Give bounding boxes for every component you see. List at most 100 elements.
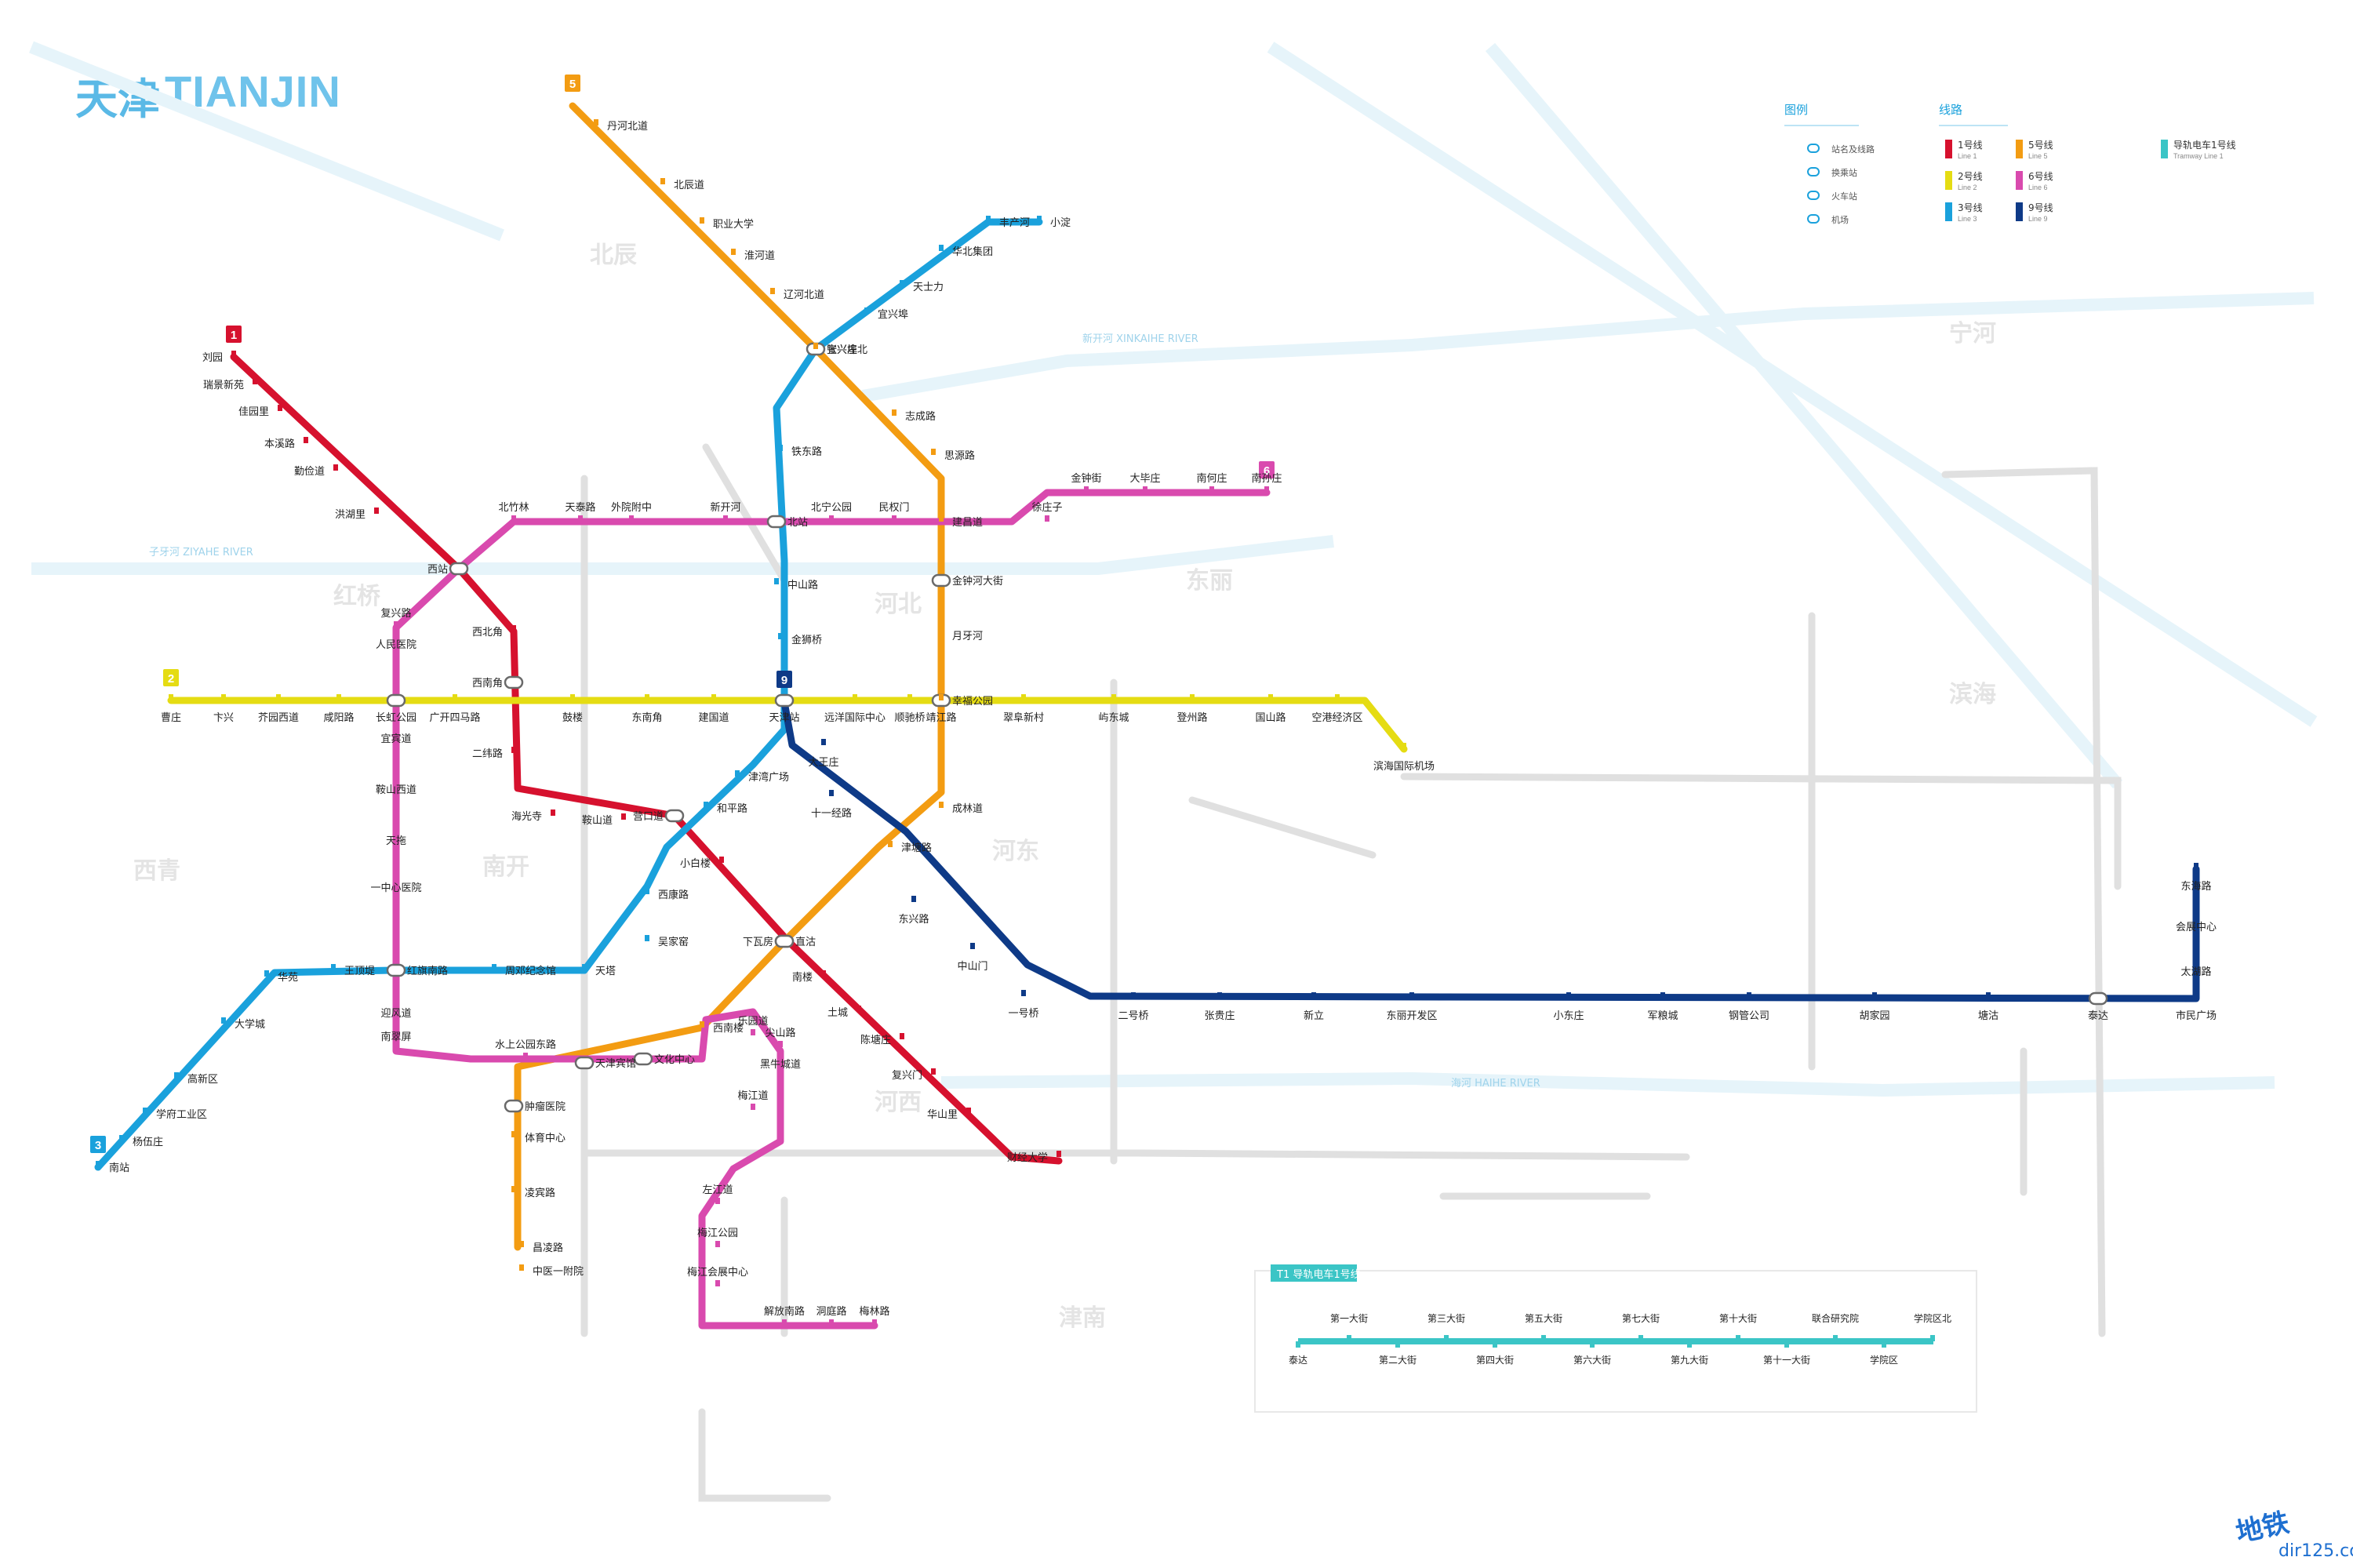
station-tick[interactable] [715,1280,720,1286]
station-tick[interactable] [872,1319,877,1326]
station-tick[interactable] [1566,992,1571,999]
station-tick[interactable] [551,809,555,816]
station-tick[interactable] [1409,992,1414,999]
station-tick[interactable] [900,1033,904,1039]
station-tick[interactable] [511,515,516,522]
tram-station-tick[interactable] [1395,1341,1400,1348]
station-tick[interactable] [276,694,281,700]
station-tick[interactable] [778,633,783,639]
station-tick[interactable] [492,964,496,970]
station-tick[interactable] [900,280,904,286]
station-tick[interactable] [1660,992,1665,999]
station-tick[interactable] [778,1072,783,1079]
station-tick[interactable] [519,1264,524,1271]
station-tick[interactable] [174,1072,179,1079]
station-tick[interactable] [931,449,936,455]
station-tick[interactable] [511,747,516,753]
station-tick[interactable] [939,802,944,808]
interchange-marker[interactable] [386,693,406,708]
station-tick[interactable] [394,1045,398,1051]
station-tick[interactable] [715,1241,720,1247]
station-tick[interactable] [966,1108,971,1114]
station-tick[interactable] [1264,486,1269,493]
station-tick[interactable] [336,694,341,700]
station-tick[interactable] [723,515,728,522]
tram-station-tick[interactable] [1347,1335,1351,1341]
station-tick[interactable] [253,378,257,384]
station-tick[interactable] [907,694,912,700]
interchange-marker[interactable] [774,934,795,948]
tram-station-tick[interactable] [1590,1341,1595,1348]
interchange-marker[interactable] [633,1052,653,1066]
tram-station-tick[interactable] [1296,1341,1300,1348]
station-tick[interactable] [939,515,944,522]
station-tick[interactable] [939,245,944,251]
station-tick[interactable] [645,935,649,941]
station-tick[interactable] [645,888,649,894]
interchange-marker[interactable] [774,693,795,708]
station-tick[interactable] [578,515,583,522]
station-tick[interactable] [1217,992,1222,999]
station-tick[interactable] [1045,515,1049,522]
interchange-marker[interactable] [664,809,685,823]
station-tick[interactable] [660,178,665,184]
station-tick[interactable] [519,1241,524,1247]
interchange-marker[interactable] [2088,991,2108,1006]
station-tick[interactable] [143,1108,147,1114]
station-tick[interactable] [1402,743,1406,749]
station-tick[interactable] [394,1021,398,1028]
station-tick[interactable] [394,798,398,804]
station-tick[interactable] [864,307,869,314]
station-tick[interactable] [715,1198,720,1204]
station-tick[interactable] [278,405,282,411]
station-tick[interactable] [264,970,269,977]
station-tick[interactable] [719,857,724,863]
station-tick[interactable] [1143,486,1147,493]
tram-station-tick[interactable] [1638,1335,1643,1341]
station-tick[interactable] [892,515,896,522]
station-tick[interactable] [821,739,826,745]
station-tick[interactable] [394,747,398,753]
station-tick[interactable] [700,217,704,224]
interchange-marker[interactable] [931,573,951,588]
station-tick[interactable] [782,1319,787,1326]
station-tick[interactable] [119,1135,124,1141]
station-tick[interactable] [511,625,516,631]
tram-station-tick[interactable] [1833,1335,1838,1341]
station-tick[interactable] [331,964,336,970]
station-tick[interactable] [511,1186,516,1192]
station-tick[interactable] [169,694,173,700]
station-tick[interactable] [2194,992,2198,999]
station-tick[interactable] [829,790,834,796]
station-tick[interactable] [1335,694,1340,700]
station-tick[interactable] [829,1319,834,1326]
station-tick[interactable] [629,515,634,522]
tram-station-tick[interactable] [1882,1341,1886,1348]
station-tick[interactable] [970,943,975,949]
station-tick[interactable] [770,288,775,294]
station-tick[interactable] [394,653,398,659]
station-tick[interactable] [2194,904,2198,910]
station-tick[interactable] [231,351,236,357]
station-tick[interactable] [96,1161,100,1167]
interchange-marker[interactable] [504,675,524,689]
interchange-marker[interactable] [766,515,787,529]
station-tick[interactable] [394,896,398,902]
station-tick[interactable] [621,813,626,820]
station-tick[interactable] [813,343,818,349]
interchange-marker[interactable] [386,963,406,977]
interchange-marker[interactable] [574,1056,595,1070]
station-tick[interactable] [853,694,857,700]
station-tick[interactable] [778,1041,783,1047]
station-tick[interactable] [821,970,826,977]
station-tick[interactable] [700,1021,704,1028]
station-tick[interactable] [523,1053,528,1059]
station-tick[interactable] [778,445,783,451]
station-tick[interactable] [939,694,944,700]
station-tick[interactable] [333,464,338,471]
tram-station-tick[interactable] [1493,1341,1497,1348]
station-tick[interactable] [1111,694,1116,700]
station-tick[interactable] [594,119,598,126]
station-tick[interactable] [1268,694,1273,700]
station-tick[interactable] [2194,863,2198,869]
